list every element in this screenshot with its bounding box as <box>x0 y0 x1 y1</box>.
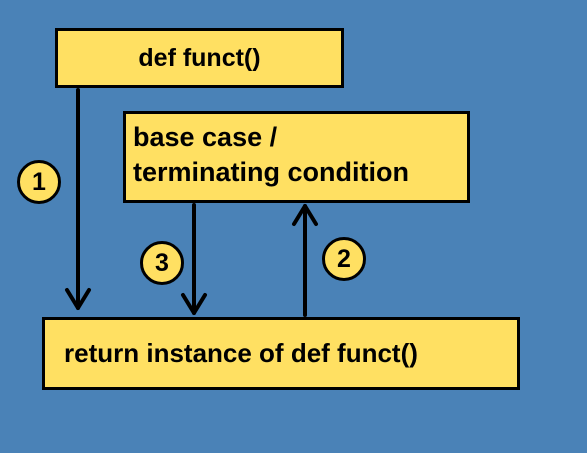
arrow-1-def-to-return <box>65 88 91 310</box>
return-instance-box: return instance of def funct() <box>42 317 520 390</box>
base-case-label-line2: terminating condition <box>133 157 409 187</box>
step-2-badge: 2 <box>322 237 366 281</box>
base-case-box: base case / terminating condition <box>123 111 470 203</box>
arrow-3-base-to-return <box>181 203 207 315</box>
step-1-badge: 1 <box>17 160 61 204</box>
step-3-number: 3 <box>155 248 169 277</box>
step-3-badge: 3 <box>140 241 184 285</box>
base-case-label-line1: base case / <box>133 122 278 152</box>
step-2-number: 2 <box>337 244 351 273</box>
return-instance-label: return instance of def funct() <box>64 338 418 368</box>
arrow-2-return-to-base <box>292 204 318 317</box>
def-funct-label: def funct() <box>138 43 261 72</box>
step-1-number: 1 <box>32 167 46 196</box>
def-funct-box: def funct() <box>55 28 344 88</box>
